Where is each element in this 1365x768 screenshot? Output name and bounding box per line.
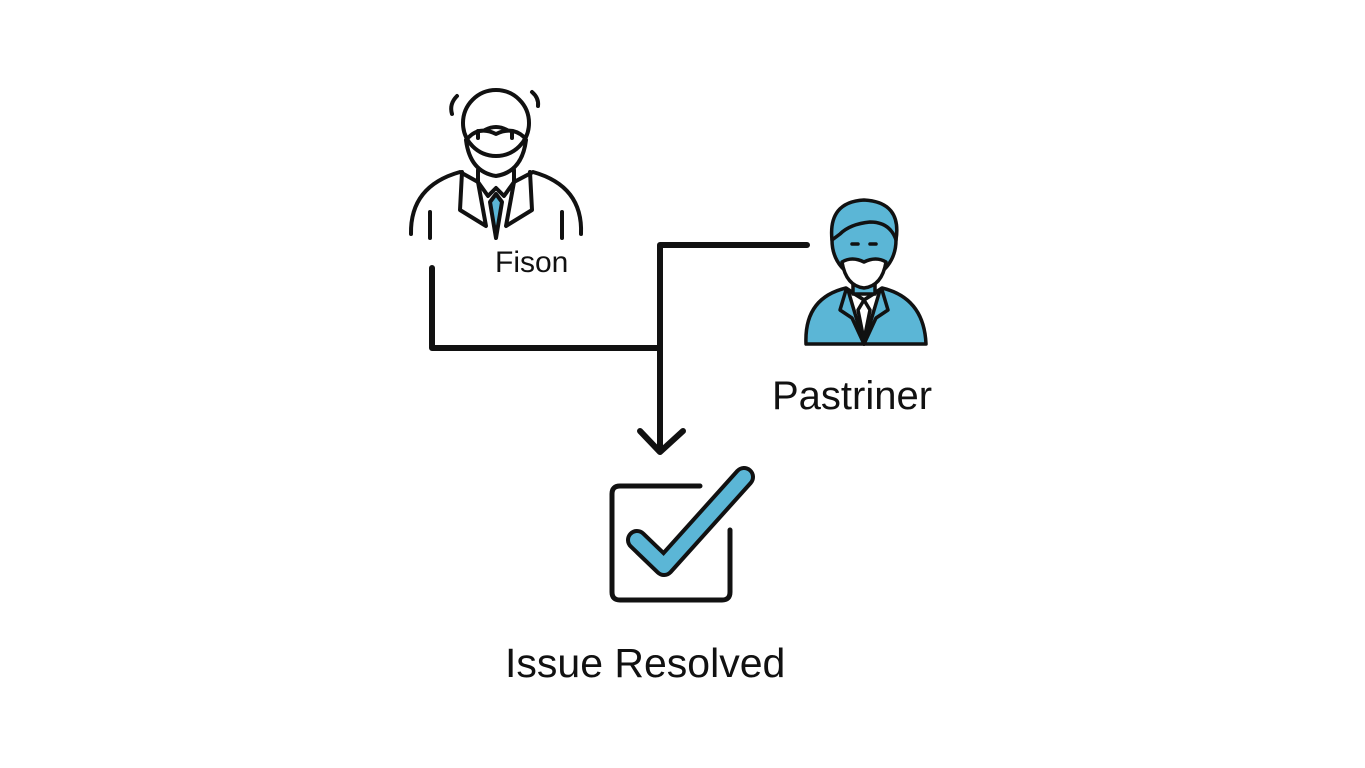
connector-from-fison bbox=[429, 265, 663, 351]
checkbox-check-icon bbox=[609, 466, 755, 603]
fison-label: Fison bbox=[495, 246, 569, 279]
businessman-icon bbox=[804, 198, 928, 346]
connector-lines bbox=[429, 242, 810, 455]
arrowhead bbox=[637, 428, 686, 455]
stressed-person-icon bbox=[408, 88, 584, 240]
pastriner-label: Pastriner bbox=[772, 374, 933, 418]
connector-from-pastriner bbox=[657, 242, 810, 453]
issue-resolved-label: Issue Resolved bbox=[505, 640, 786, 686]
